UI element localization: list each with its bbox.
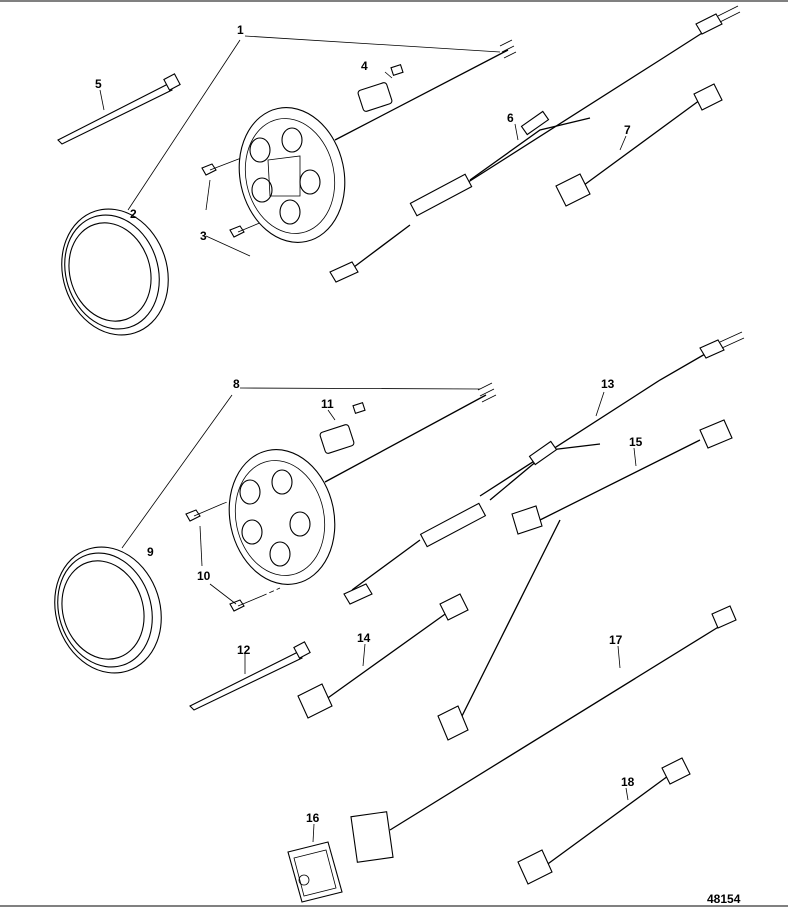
callout-labels: 1 2 3 4 5 6 7 8 9 10 11 12 13 14 15 16 1… (95, 23, 643, 825)
callout-11: 11 (321, 397, 334, 411)
callout-7: 7 (624, 123, 631, 137)
callout-17: 17 (609, 633, 623, 647)
connector-top (357, 63, 404, 112)
callout-15: 15 (629, 435, 643, 449)
callout-12: 12 (237, 643, 251, 657)
screws-bottom (185, 496, 281, 612)
rocker-switch (287, 841, 343, 903)
callout-16: 16 (306, 811, 320, 825)
callout-8: 8 (233, 377, 240, 391)
harness-driver-top (329, 5, 741, 283)
callout-10: 10 (197, 569, 211, 583)
led-light-body-bottom (228, 382, 497, 585)
callout-3: 3 (200, 229, 207, 243)
callout-9: 9 (147, 545, 154, 559)
cable-tie-top (57, 73, 181, 145)
trim-ring-bottom (54, 546, 162, 674)
extension-cable-18 (517, 757, 691, 885)
connector-bottom (319, 401, 366, 454)
callout-14: 14 (357, 631, 371, 645)
top-assembly (57, 5, 741, 336)
extension-cable-top (555, 83, 723, 207)
led-light-body-top (238, 39, 517, 243)
harness-driver-bottom (343, 331, 745, 605)
figure-number: 48154 (707, 892, 741, 906)
callout-5: 5 (95, 77, 102, 91)
leader-lines (99, 35, 637, 843)
bottom-assembly (54, 331, 745, 903)
callout-4: 4 (361, 59, 368, 73)
trim-ring-top (61, 208, 169, 336)
callout-18: 18 (621, 775, 635, 789)
callout-2: 2 (130, 207, 137, 221)
cable-tie-bottom (189, 641, 311, 711)
callout-6: 6 (507, 111, 514, 125)
callout-13: 13 (601, 377, 615, 391)
switch-harness (350, 605, 737, 863)
y-harness (437, 419, 733, 741)
extension-cable-bottom (297, 593, 469, 719)
callout-1: 1 (237, 23, 244, 37)
